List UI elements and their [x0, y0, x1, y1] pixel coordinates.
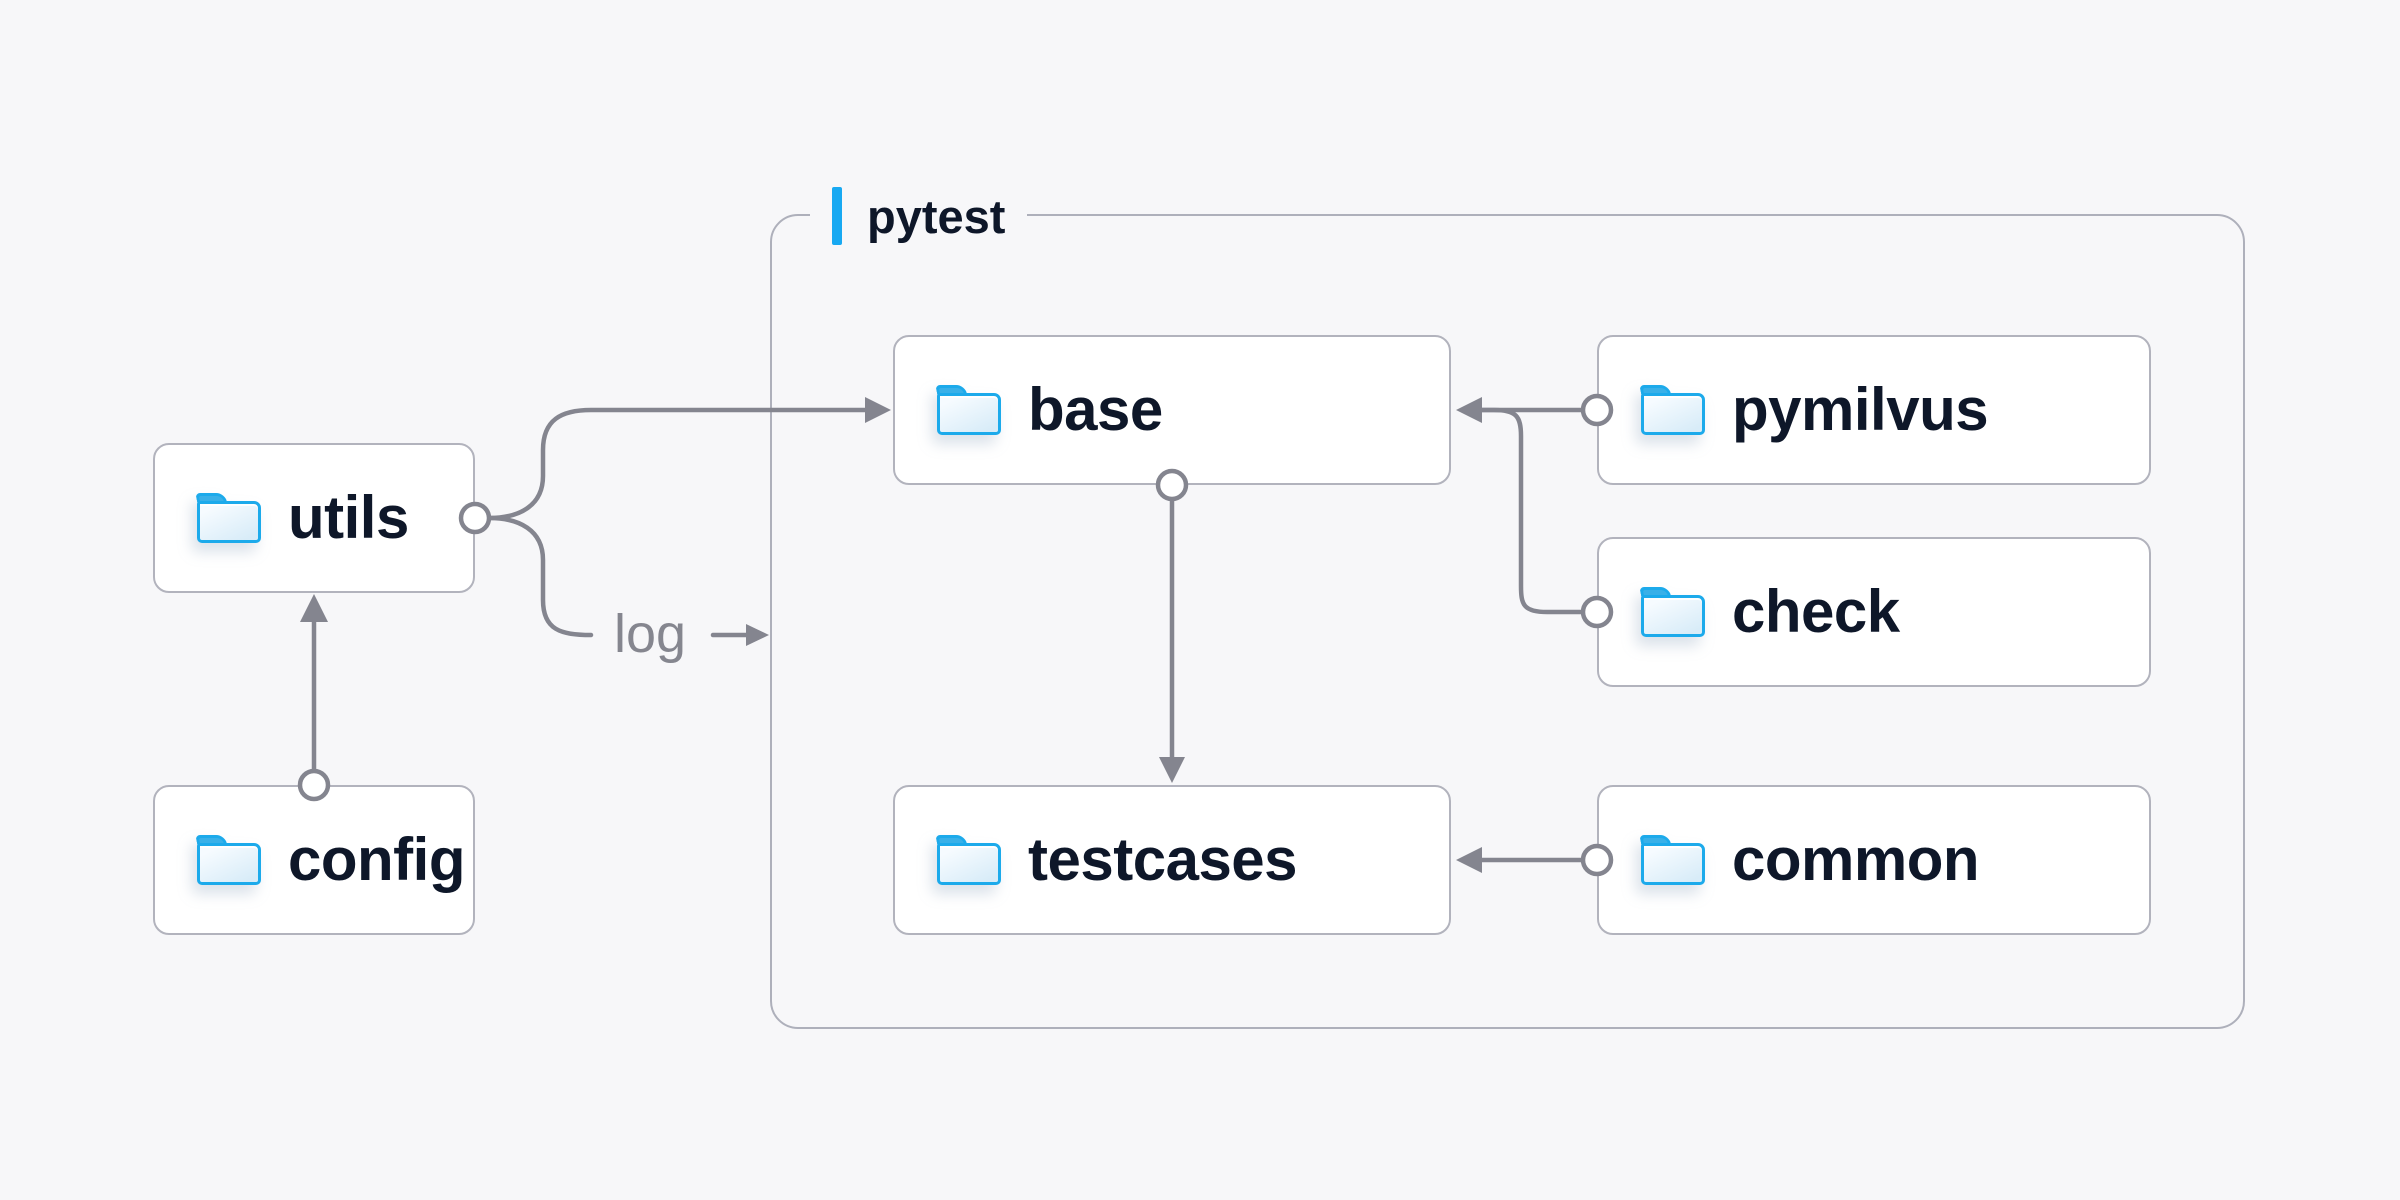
folder-icon — [195, 493, 261, 543]
pytest-group-label: pytest — [810, 180, 1028, 252]
folder-icon — [935, 835, 1001, 885]
folder-body — [1641, 595, 1705, 637]
folder-icon — [1639, 385, 1705, 435]
folder-body — [197, 501, 261, 543]
node-label-check: check — [1732, 578, 1900, 645]
node-label-utils: utils — [288, 484, 409, 551]
node-label-pymilvus: pymilvus — [1732, 376, 1989, 443]
accent-bar — [832, 187, 842, 245]
edge-utils-log — [486, 515, 594, 638]
node-label-base: base — [1028, 376, 1163, 443]
node-testcases: testcases — [893, 785, 1451, 935]
edge-label-log: log — [613, 604, 687, 664]
folder-body — [1641, 843, 1705, 885]
node-base: base — [893, 335, 1451, 485]
folder-icon — [195, 835, 261, 885]
node-common: common — [1597, 785, 2151, 935]
folder-icon — [1639, 835, 1705, 885]
folder-body — [1641, 393, 1705, 435]
folder-body — [197, 843, 261, 885]
node-label-testcases: testcases — [1028, 826, 1298, 893]
group-label-text: pytest — [867, 189, 1006, 243]
folder-icon — [1639, 587, 1705, 637]
arrowhead-config-utils — [300, 594, 328, 622]
node-check: check — [1597, 537, 2151, 687]
arrowhead-log-group — [746, 624, 769, 646]
folder-icon — [935, 385, 1001, 435]
node-pymilvus: pymilvus — [1597, 335, 2151, 485]
pytest-group: pytest — [770, 180, 2245, 1029]
node-label-common: common — [1732, 826, 1980, 893]
folder-body — [937, 393, 1001, 435]
folder-body — [937, 843, 1001, 885]
node-config: config — [153, 785, 475, 935]
node-utils: utils — [153, 443, 475, 593]
node-label-config: config — [288, 826, 465, 893]
